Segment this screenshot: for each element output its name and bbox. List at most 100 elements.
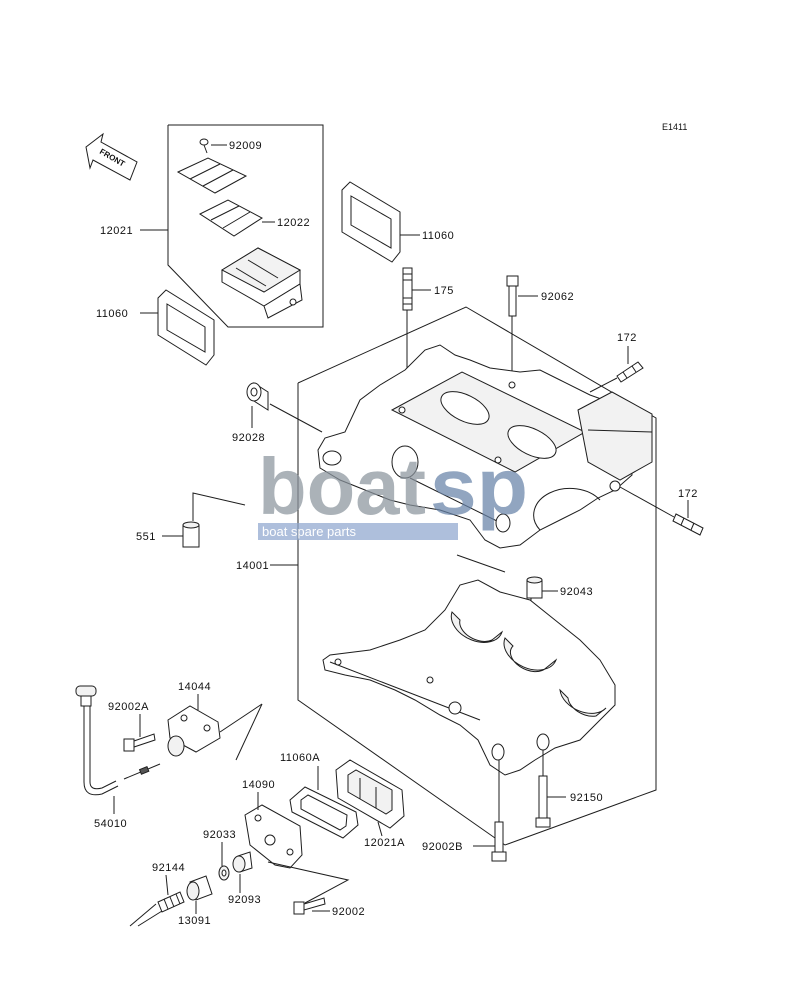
bolt-shank [508, 285, 517, 317]
collar-92093 [232, 851, 253, 873]
stud-172-right [672, 513, 704, 536]
diagram-code: E1411 [662, 122, 687, 132]
stud-172-top [616, 361, 644, 383]
callout-551: 551 [136, 531, 156, 543]
ring-92033 [218, 865, 230, 881]
bolt-hole [398, 406, 406, 414]
plate-14090 [244, 804, 303, 869]
assembly-line-92144 [129, 903, 157, 927]
plate-hole [286, 848, 294, 856]
assembly-line-14044 [235, 703, 263, 761]
callout-172-right: 172 [678, 488, 698, 500]
bolt-boss [536, 733, 550, 751]
callout-14001: 14001 [236, 560, 269, 572]
callout-11060A: 11060A [280, 752, 320, 764]
bolt-shank [494, 821, 504, 853]
bolt-92062 [506, 275, 519, 317]
gauge-knob [75, 685, 97, 697]
callout-14090: 14090 [242, 779, 275, 791]
callout-172-top: 172 [617, 332, 637, 344]
fitting-face [186, 881, 200, 901]
bracket-boss [167, 735, 185, 757]
intake-port [391, 445, 419, 479]
gasket-inner [166, 303, 206, 353]
bolt-head [123, 738, 135, 752]
gasket-11060-left [157, 289, 215, 366]
assembly-line-172-right [619, 486, 675, 518]
gasket-11060A [289, 786, 359, 839]
callout-labels: 92009 12021 12022 11060 11060 175 92062 … [94, 140, 698, 927]
callout-12021A: 12021A [364, 837, 405, 849]
bolt-hole [494, 456, 502, 464]
bolt-head [491, 851, 507, 862]
screw-92009 [199, 138, 209, 154]
callout-92028: 92028 [232, 432, 265, 444]
oil-level-gauge-54010 [75, 685, 161, 796]
callout-14044: 14044 [178, 681, 211, 693]
assembly-line-92144 [137, 910, 163, 927]
watermark-brand-part1: boat [258, 442, 426, 531]
stud-thread [631, 365, 637, 373]
assembly-line-172-top [589, 377, 618, 393]
reed-block-hole [289, 298, 297, 306]
reed-petal-divider [189, 163, 221, 180]
callout-12021: 12021 [100, 225, 133, 237]
callout-92009: 92009 [229, 140, 262, 152]
stud-body [157, 891, 185, 913]
bolt-92002B [491, 821, 507, 862]
gasket-11060-right [341, 181, 401, 263]
callout-92002B: 92002B [422, 841, 463, 853]
main-bearing-cutout [450, 611, 504, 643]
dowel-pin-551 [182, 521, 200, 548]
upper-crankcase [317, 344, 653, 549]
crankcase-group-box [297, 306, 657, 846]
lower-crankcase [322, 579, 616, 776]
gasket-inner [350, 195, 392, 249]
reed-stopper-outline [198, 199, 263, 237]
stud-175 [402, 267, 413, 311]
reed-valve-window [347, 769, 393, 815]
watermark-logo: boat sp boat spare parts [258, 442, 528, 540]
assembly-line-92028 [269, 403, 323, 433]
stud-hole [609, 480, 621, 492]
plate-hole [254, 814, 262, 822]
callout-11060-right: 11060 [422, 230, 454, 242]
bolt-shank [538, 775, 548, 819]
reed-petal-divider [202, 169, 234, 187]
callout-12022: 12022 [277, 217, 310, 229]
plate-hole [264, 834, 276, 846]
dowel-top [182, 521, 200, 529]
cylinder-bore-front [440, 391, 490, 425]
screw-head [199, 138, 209, 146]
front-arrow-shape [85, 132, 138, 181]
leader-line-92144 [165, 874, 169, 896]
bolt-shank [303, 897, 326, 911]
reed-valve-12021A [335, 759, 405, 829]
stud-body [616, 361, 644, 383]
callout-92144: 92144 [152, 862, 185, 874]
mount-boss [448, 701, 462, 715]
reed-valve-block [220, 247, 303, 319]
callout-92033: 92033 [203, 829, 236, 841]
gauge-pin-collar [138, 765, 150, 775]
gauge-hose [89, 706, 117, 790]
main-bearing-cutout [503, 637, 558, 673]
assembly-line-551 [192, 492, 246, 521]
bolt-shank [133, 733, 156, 748]
bushing-92028 [246, 382, 269, 411]
bolt-92002A [123, 733, 156, 752]
fitting-bracket-14044 [167, 705, 221, 757]
gasket-inner [300, 794, 348, 831]
reed-stopper-divider [210, 205, 240, 221]
reed-stopper-12022 [198, 199, 263, 237]
stud-coil [169, 896, 175, 908]
callout-92150: 92150 [570, 792, 603, 804]
spring-stud-92144 [157, 891, 185, 913]
stud-coil [163, 898, 169, 910]
reed-petal-outline [176, 157, 248, 194]
dowel-top [526, 576, 543, 584]
reed-block-top [220, 247, 302, 293]
reed-block-window [247, 259, 279, 279]
stud-thread [622, 371, 628, 379]
